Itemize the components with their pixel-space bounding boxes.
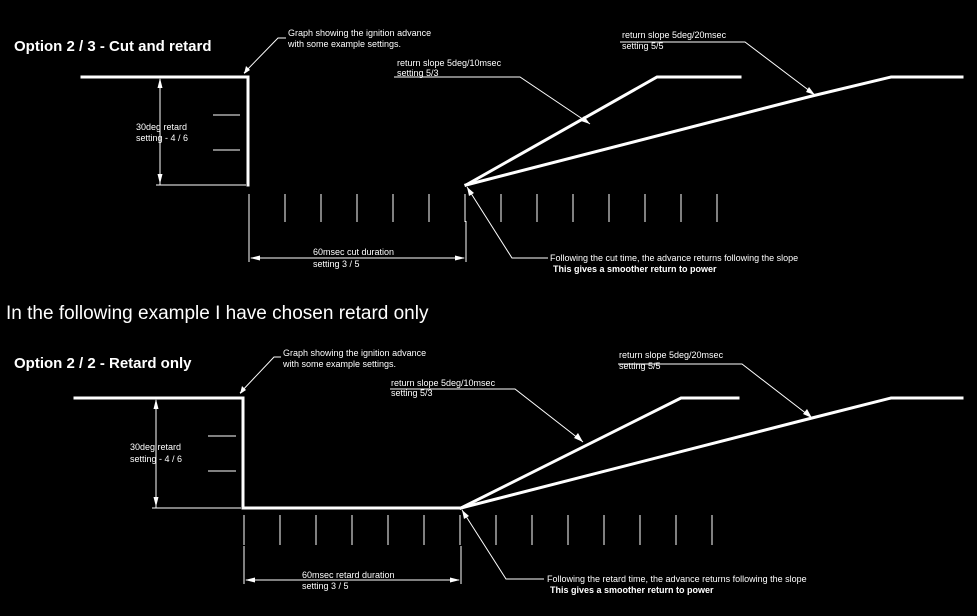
duration-dimension xyxy=(248,221,467,262)
follow-line2: This gives a smoother return to power xyxy=(553,264,717,274)
return-slope-fast-trace xyxy=(463,75,742,188)
advance-trace-before-cut xyxy=(80,75,250,187)
duration-dimension xyxy=(243,546,462,584)
slope-slow-line1: return slope 5deg/20msec xyxy=(619,350,724,360)
return-slope-slow-trace xyxy=(464,75,964,187)
follow-line1: Following the cut time, the advance retu… xyxy=(550,253,798,263)
graph-note-line2: with some example settings. xyxy=(282,359,396,369)
retard-label-line1: 30deg retard xyxy=(130,442,181,452)
slope-slow-line2: setting 5/5 xyxy=(619,361,661,371)
diagram-cut-and-retard: Option 2 / 3 - Cut and retard 30deg reta… xyxy=(14,28,964,274)
slope-fast-line2: setting 5/3 xyxy=(391,388,433,398)
diagram-retard-only: Option 2 / 2 - Retard only 30deg retard … xyxy=(14,348,964,595)
slope-fast-line1: return slope 5deg/10msec xyxy=(397,58,502,68)
graph-note-line2: with some example settings. xyxy=(287,39,401,49)
slope-slow-leader xyxy=(618,363,813,419)
graph-note-leader xyxy=(243,37,286,74)
retard-dimension xyxy=(156,76,246,186)
follow-line2: This gives a smoother return to power xyxy=(550,585,714,595)
duration-label-line2: setting 3 / 5 xyxy=(313,259,360,269)
heading-cut-and-retard: Option 2 / 3 - Cut and retard xyxy=(14,38,212,55)
slope-fast-leader xyxy=(394,76,591,125)
retard-label-line2: setting - 4 / 6 xyxy=(130,454,182,464)
time-ticks xyxy=(243,515,713,545)
retard-label-line1: 30deg retard xyxy=(136,122,187,132)
graph-note-line1: Graph showing the ignition advance xyxy=(283,348,426,358)
retard-label-line2: setting - 4 / 6 xyxy=(136,133,188,143)
follow-leader xyxy=(466,186,548,259)
duration-label-line2: setting 3 / 5 xyxy=(302,581,349,591)
slope-fast-leader xyxy=(390,388,584,443)
time-ticks xyxy=(248,194,718,222)
return-slope-fast-trace xyxy=(458,396,740,511)
retard-only-intro: In the following example I have chosen r… xyxy=(6,303,429,324)
slope-fast-line2: setting 5/3 xyxy=(397,68,439,78)
heading-retard-only: Option 2 / 2 - Retard only xyxy=(14,355,192,372)
slope-slow-line2: setting 5/5 xyxy=(622,41,664,51)
slope-slow-line1: return slope 5deg/20msec xyxy=(622,30,727,40)
duration-label-line1: 60msec retard duration xyxy=(302,570,395,580)
return-slope-slow-trace xyxy=(459,396,964,510)
slope-fast-line1: return slope 5deg/10msec xyxy=(391,378,496,388)
graph-note-line1: Graph showing the ignition advance xyxy=(288,28,431,38)
advance-trace-retarded xyxy=(73,396,463,510)
retard-dimension xyxy=(152,397,241,509)
duration-label-line1: 60msec cut duration xyxy=(313,247,394,257)
follow-line1: Following the retard time, the advance r… xyxy=(547,574,807,584)
graph-note-leader xyxy=(239,356,281,394)
follow-leader xyxy=(461,509,544,580)
slope-slow-leader xyxy=(620,41,816,96)
